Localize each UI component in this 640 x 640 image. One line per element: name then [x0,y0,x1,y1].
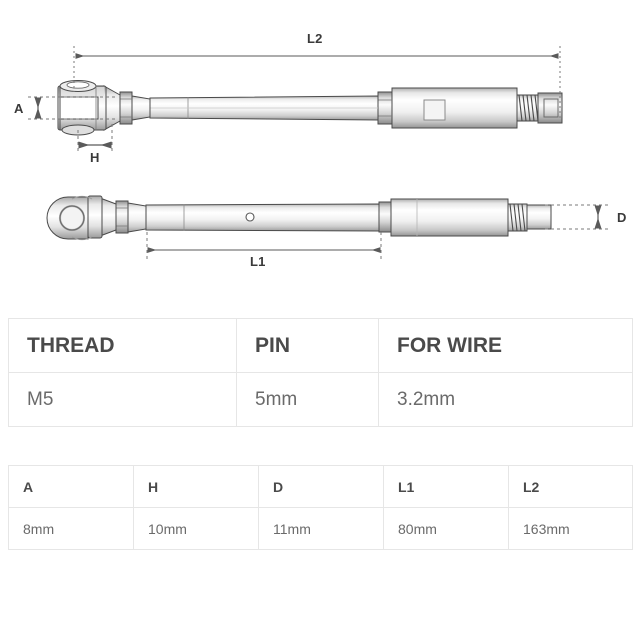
table-row-headers: THREAD PIN FOR WIRE [8,318,633,373]
barrel-body-bottom [390,198,509,237]
shoulder-taper-top [131,95,151,121]
bottom-view-assembly [46,195,552,241]
shoulder-taper-bottom [127,202,147,233]
header-h: H [133,465,259,508]
top-view-assembly [57,80,563,136]
value-thread: M5 [8,372,237,427]
value-a: 8mm [8,507,134,550]
header-l2: L2 [508,465,633,508]
bottom-view-dimensions [146,204,610,262]
header-thread: THREAD [8,318,237,373]
barrel-body-top [391,87,518,129]
swage-terminal-top [537,92,563,124]
dimension-label-l2: L2 [307,31,323,46]
thread-section-bottom [507,203,528,232]
header-l1: L1 [383,465,509,508]
inspection-hole [245,212,255,222]
dimension-label-h: H [90,150,100,165]
thread-section-top [516,94,539,122]
value-l2: 163mm [508,507,633,550]
value-l1: 80mm [383,507,509,550]
table-row-headers: A H D L1 L2 [8,465,633,508]
table-row-values: 8mm 10mm 11mm 80mm 163mm [8,507,633,550]
header-a: A [8,465,134,508]
technical-drawing: L2 A H L1 D [0,0,640,300]
shank-top [149,95,379,121]
shank-bottom [145,203,380,232]
dimension-label-d: D [617,210,627,225]
fork-jaw-top [57,80,121,136]
header-for-wire: FOR WIRE [378,318,633,373]
swage-terminal-bottom [526,204,552,230]
dimension-label-l1: L1 [250,254,266,269]
top-view-dimensions [28,46,561,152]
hex-nut-left-bottom [115,200,129,234]
hex-nut-left-top [119,91,133,125]
dimensions-table: A H D L1 L2 8mm 10mm 11mm 80mm 163mm [8,465,633,550]
specification-table: THREAD PIN FOR WIRE M5 5mm 3.2mm [8,318,633,427]
value-d: 11mm [258,507,384,550]
fork-jaw-bottom [46,195,117,241]
lock-nut-right-bottom [378,201,392,233]
value-pin: 5mm [236,372,379,427]
value-for-wire: 3.2mm [378,372,633,427]
header-d: D [258,465,384,508]
header-pin: PIN [236,318,379,373]
dimension-label-a: A [14,101,24,116]
lock-nut-right-top [377,91,393,125]
table-row-values: M5 5mm 3.2mm [8,372,633,427]
value-h: 10mm [133,507,259,550]
